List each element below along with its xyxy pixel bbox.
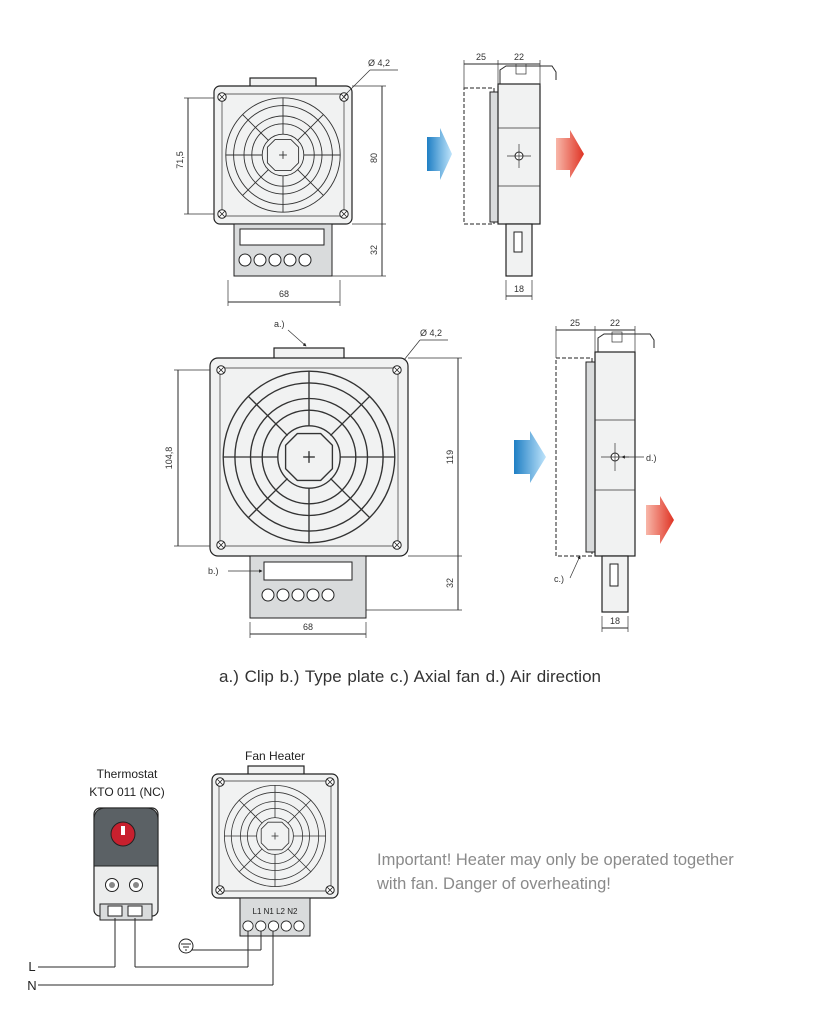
dim-height-inner: 71,5: [175, 151, 185, 169]
dim-height-outer: 80: [369, 153, 379, 163]
callout-axial-fan: c.): [554, 574, 564, 584]
fan-heater: L1 N1 L2 N2: [211, 765, 339, 937]
air-out-arrow: [556, 130, 584, 178]
fan-grille: [222, 370, 396, 544]
warning-note: Important! Heater may only be operated t…: [377, 848, 807, 896]
fan-grille: [225, 97, 341, 213]
top-front-view: 71,5 80 32 68 Ø 4,2: [175, 58, 398, 306]
air-in-arrow: [514, 431, 546, 483]
dim-height-inner: 104,8: [164, 447, 174, 470]
dim-depth-2: 22: [610, 318, 620, 328]
dim-height-outer: 119: [445, 450, 455, 464]
dim-width: 68: [303, 622, 313, 632]
bottom-front-view: 104,8 119 32 68 Ø 4,2 a.) b.): [164, 319, 462, 638]
dim-diameter: Ø 4,2: [368, 58, 390, 68]
thermostat-title: Thermostat: [97, 767, 158, 781]
legend: a.) Clip b.) Type plate c.) Axial fan d.…: [219, 667, 601, 686]
dim-height-bottom: 32: [369, 245, 379, 255]
dim-depth-1: 25: [570, 318, 580, 328]
line-n-label: N: [27, 978, 36, 993]
air-in-arrow: [427, 128, 452, 180]
dim-height-bottom: 32: [445, 578, 455, 588]
ground-icon: [178, 938, 194, 954]
dim-depth-2: 22: [514, 52, 524, 62]
fan-heater-title: Fan Heater: [245, 749, 305, 763]
warning-line-1: Important! Heater may only be operated t…: [377, 851, 734, 869]
dim-width: 68: [279, 289, 289, 299]
top-side-view: 25 22 18: [427, 52, 584, 300]
callout-clip: a.): [274, 319, 285, 329]
line-l-label: L: [28, 959, 35, 974]
dim-depth-1: 25: [476, 52, 486, 62]
terminal-labels: L1 N1 L2 N2: [253, 907, 298, 916]
thermostat: [93, 807, 159, 921]
callout-air-direction: d.): [646, 453, 657, 463]
warning-line-2: with fan. Danger of overheating!: [377, 875, 611, 893]
dim-depth-bottom: 18: [514, 284, 524, 294]
callout-type-plate: b.): [208, 566, 219, 576]
dim-diameter: Ø 4,2: [420, 328, 442, 338]
dim-depth-bottom: 18: [610, 616, 620, 626]
wiring-diagram: Thermostat KTO 011 (NC) Fan Heater: [27, 749, 339, 993]
air-out-arrow: [646, 496, 674, 544]
bottom-side-view: 25 22 18 d.) c.): [514, 318, 674, 632]
thermostat-model: KTO 011 (NC): [89, 785, 165, 799]
